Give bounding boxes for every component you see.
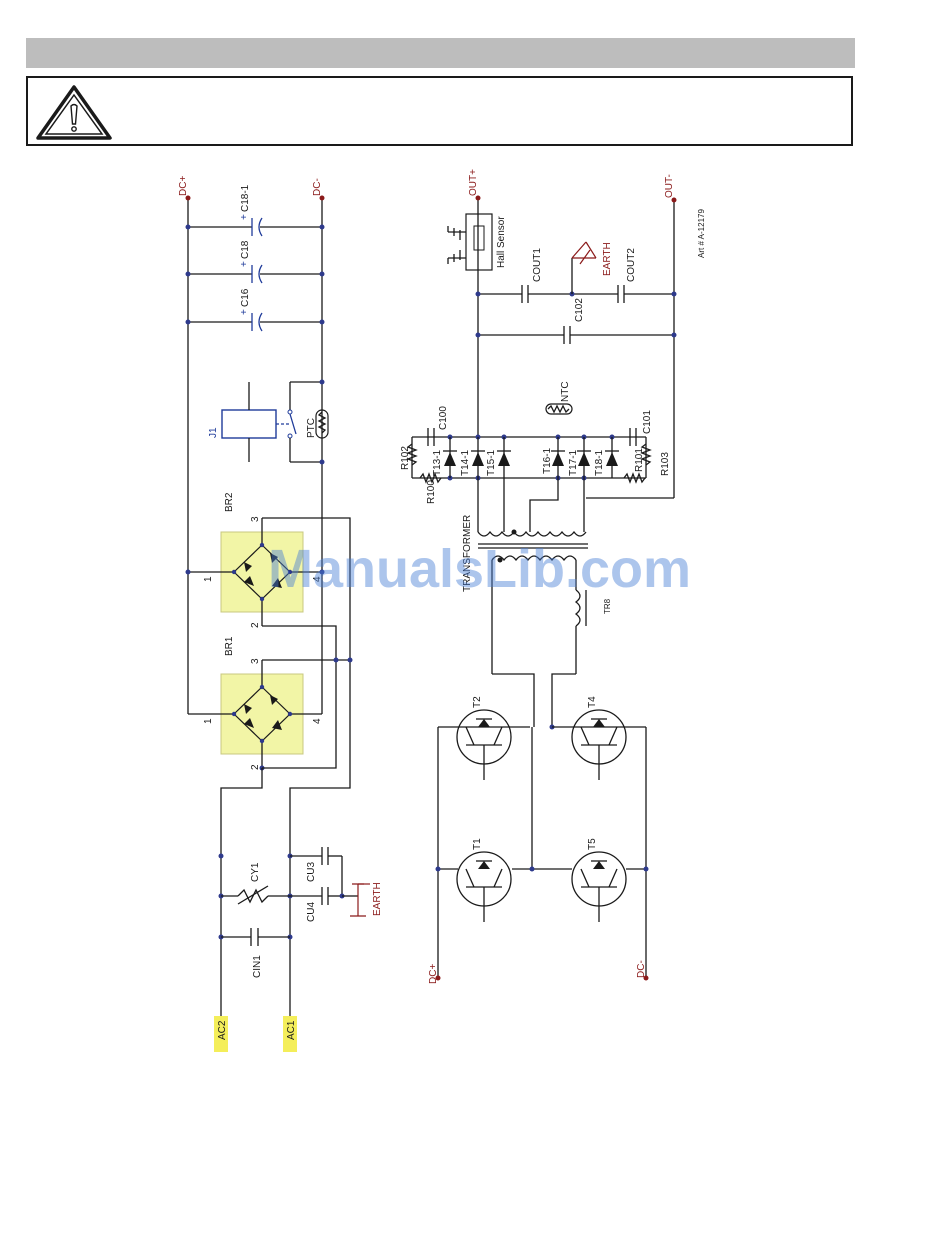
ptc-label: PTC [306,418,317,438]
br2-pin3: 3 [250,516,261,522]
br1-pin1: 1 [203,718,214,724]
r103-label: R103 [660,452,671,476]
capacitor-cu3: CU3 [290,847,342,896]
dc-plus-bottom-label: DC+ [428,964,439,984]
t5-label: T5 [587,838,598,850]
ac2-label: AC2 [217,1020,228,1040]
cin1-label: CIN1 [252,955,263,978]
t15-1-label: T15-1 [486,449,497,476]
out-minus-label: OUT- [664,174,675,198]
c18-1-label: C18-1 [240,184,251,212]
c18-label: C18 [240,240,251,259]
r102-label: R102 [400,446,411,470]
capacitor-c18-1: + C18-1 [186,184,325,236]
j1-label: J1 [208,427,219,438]
warning-icon [36,84,116,142]
capacitor-c16: + C16 [186,288,325,331]
ptc-thermistor: PTC [306,410,328,438]
resistor-r102: R102 [400,444,416,470]
schematic-diagram: DC+ DC- + C18-1 + C18 + C16 [0,160,950,1060]
igbt-t4: T4 [572,696,626,780]
ntc-thermistor: NTC [546,381,572,414]
br2-pin1: 1 [203,576,214,582]
br1-pin2: 2 [250,764,261,770]
out-plus-label: OUT+ [468,169,479,196]
dc-plus-top-label: DC+ [178,176,189,196]
t16-1-label: T16-1 [542,447,553,474]
earth-left-label: EARTH [372,882,383,916]
diode-t16-1: T16-1 [542,437,565,478]
igbt-t2: T2 [457,696,511,780]
header-bar [26,38,855,68]
t2-label: T2 [472,696,483,708]
t14-1-label: T14-1 [460,449,471,476]
earth-symbol-right: EARTH [572,242,613,294]
hall-sensor-label: Hall Sensor [496,216,507,268]
cout2-label: COUT2 [626,248,637,282]
tr8-label: TR8 [603,598,612,614]
cout1-label: COUT1 [532,248,543,282]
diode-t15-1: T15-1 [486,437,511,478]
capacitor-c101: C101 [630,410,653,446]
igbt-t1: T1 [457,838,511,922]
t18-1-label: T18-1 [594,449,605,476]
igbt-t5: T5 [572,838,626,922]
capacitor-c100: C100 [428,406,449,446]
t17-1-label: T17-1 [568,449,579,476]
earth-right-label: EARTH [602,242,613,276]
br1-pin4: 4 [312,718,323,724]
c100-label: C100 [438,406,449,430]
diode-t17-1: T17-1 [568,437,591,478]
t4-label: T4 [587,696,598,708]
ac1-label: AC1 [286,1020,297,1040]
warning-box [26,76,853,146]
varistor-cy1: CY1 [221,862,290,904]
diode-t14-1: T14-1 [460,437,485,478]
t1-label: T1 [472,838,483,850]
c16-label: C16 [240,288,251,307]
ntc-label: NTC [560,381,571,402]
diode-t18-1: T18-1 [594,437,619,478]
polarity-plus: + [239,261,250,267]
cu3-label: CU3 [306,862,317,882]
art-number: Art # A-12179 [697,209,706,258]
watermark: ManualsLib.com [268,538,691,600]
bridge-br1: BR1 1 2 3 4 [188,636,323,770]
dc-minus-bottom-label: DC- [636,960,647,978]
capacitor-cin1: CIN1 [221,928,290,978]
diode-t13-1: T13-1 [432,437,457,478]
t13-1-label: T13-1 [432,449,443,476]
polarity-plus: + [239,214,250,220]
polarity-plus: + [239,309,250,315]
br1-label: BR1 [224,636,235,656]
br2-label: BR2 [224,492,235,512]
cy1-label: CY1 [250,862,261,882]
r100-label: R100 [426,480,437,504]
dc-minus-top-label: DC- [312,178,323,196]
br1-pin3: 3 [250,658,261,664]
br2-pin2: 2 [250,622,261,628]
input-stage: DC+ DC- + C18-1 + C18 + C16 [178,176,383,1052]
capacitor-cu4: CU4 [290,887,345,922]
c101-label: C101 [642,410,653,434]
cu4-label: CU4 [306,902,317,922]
capacitor-c18: + C18 [186,240,325,283]
c102-label: C102 [574,298,585,322]
earth-symbol-left: EARTH [342,882,383,916]
